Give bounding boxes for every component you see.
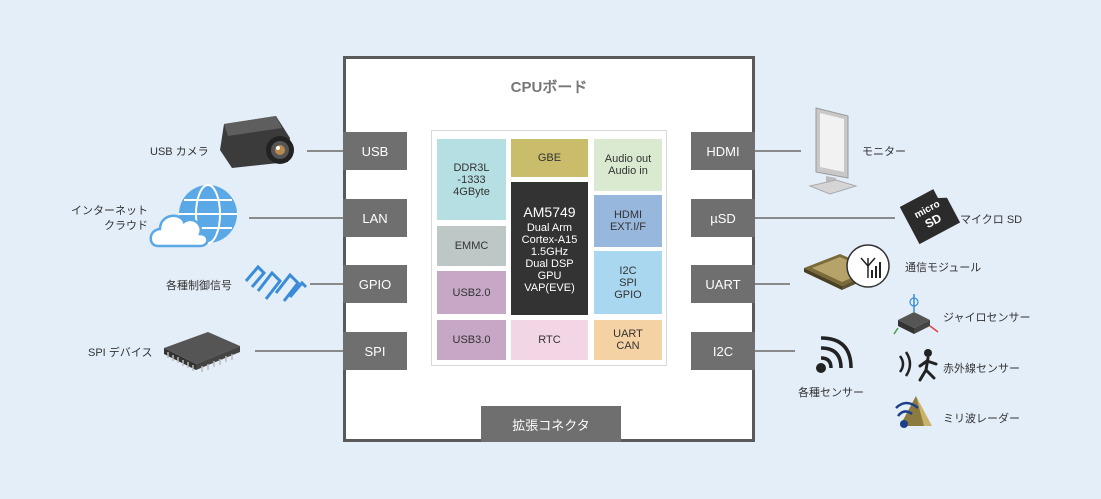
micro-sd-icon: micro SD bbox=[899, 189, 961, 245]
port-gpio: GPIO bbox=[343, 265, 407, 303]
sensors-label: 各種センサー bbox=[798, 387, 864, 399]
control-signals-label: 各種制御信号 bbox=[166, 280, 232, 292]
usb-camera-label: USB カメラ bbox=[150, 146, 209, 158]
port-usb: USB bbox=[343, 132, 407, 170]
cloud-globe-icon bbox=[149, 184, 237, 248]
emmc-block: EMMC bbox=[437, 226, 506, 266]
board-title: CPUボード bbox=[510, 79, 588, 96]
internet-cloud-label: インターネット クラウド bbox=[71, 205, 148, 232]
cpu-detail: Dual Arm Cortex-A15 1.5GHz Dual DSP GPU … bbox=[521, 221, 578, 294]
comm-module-label: 通信モジュール bbox=[905, 262, 982, 274]
spi-device-label: SPI デバイス bbox=[88, 347, 153, 359]
usb-connection-line bbox=[307, 150, 343, 152]
gbe-block: GBE bbox=[511, 139, 588, 177]
micro-sd-label: マイクロ SD bbox=[960, 214, 1023, 226]
port-uart: UART bbox=[691, 265, 755, 303]
uart-can-block: UART CAN bbox=[594, 320, 662, 360]
gyro-sensor-label: ジャイロセンサー bbox=[943, 312, 1031, 324]
mmwave-radar-icon bbox=[895, 396, 932, 428]
cpu-block: AM5749 Dual Arm Cortex-A15 1.5GHz Dual D… bbox=[511, 182, 588, 315]
port-usd: µSD bbox=[691, 199, 755, 237]
port-spi: SPI bbox=[343, 332, 407, 370]
usb30-block: USB3.0 bbox=[437, 320, 506, 360]
monitor-icon bbox=[808, 107, 858, 195]
cpu-name: AM5749 bbox=[523, 203, 576, 220]
monitor-label: モニター bbox=[862, 146, 906, 158]
control-signal-icon bbox=[244, 264, 308, 302]
uart-connection-line bbox=[755, 283, 790, 285]
port-i2c: I2C bbox=[691, 332, 755, 370]
usd-connection-line bbox=[755, 217, 895, 219]
gyro-sensor-icon bbox=[893, 294, 939, 335]
gpio-connection-line bbox=[310, 283, 343, 285]
port-lan: LAN bbox=[343, 199, 407, 237]
i2c-spi-gpio-block: I2C SPI GPIO bbox=[594, 251, 662, 314]
i2c-connection-line bbox=[755, 350, 795, 352]
lan-connection-line bbox=[249, 217, 343, 219]
ir-sensor-icon bbox=[898, 349, 938, 382]
ir-sensor-label: 赤外線センサー bbox=[943, 363, 1020, 375]
spi-connection-line bbox=[255, 350, 343, 352]
hdmi-connection-line bbox=[755, 150, 801, 152]
hdmi-ext-block: HDMI EXT.I/F bbox=[594, 195, 662, 247]
rtc-block: RTC bbox=[511, 320, 588, 360]
sensor-signal-icon bbox=[816, 336, 853, 373]
comm-module-icon bbox=[804, 244, 890, 290]
mmwave-radar-label: ミリ波レーダー bbox=[943, 413, 1020, 425]
usb-camera-icon bbox=[220, 116, 294, 168]
audio-block: Audio out Audio in bbox=[594, 139, 662, 191]
usb20-block: USB2.0 bbox=[437, 271, 506, 314]
ddr-memory-block: DDR3L -1333 4GByte bbox=[437, 139, 506, 220]
expansion-connector: 拡張コネクタ bbox=[481, 406, 621, 442]
port-hdmi: HDMI bbox=[691, 132, 755, 170]
spi-chip-icon bbox=[164, 332, 240, 372]
